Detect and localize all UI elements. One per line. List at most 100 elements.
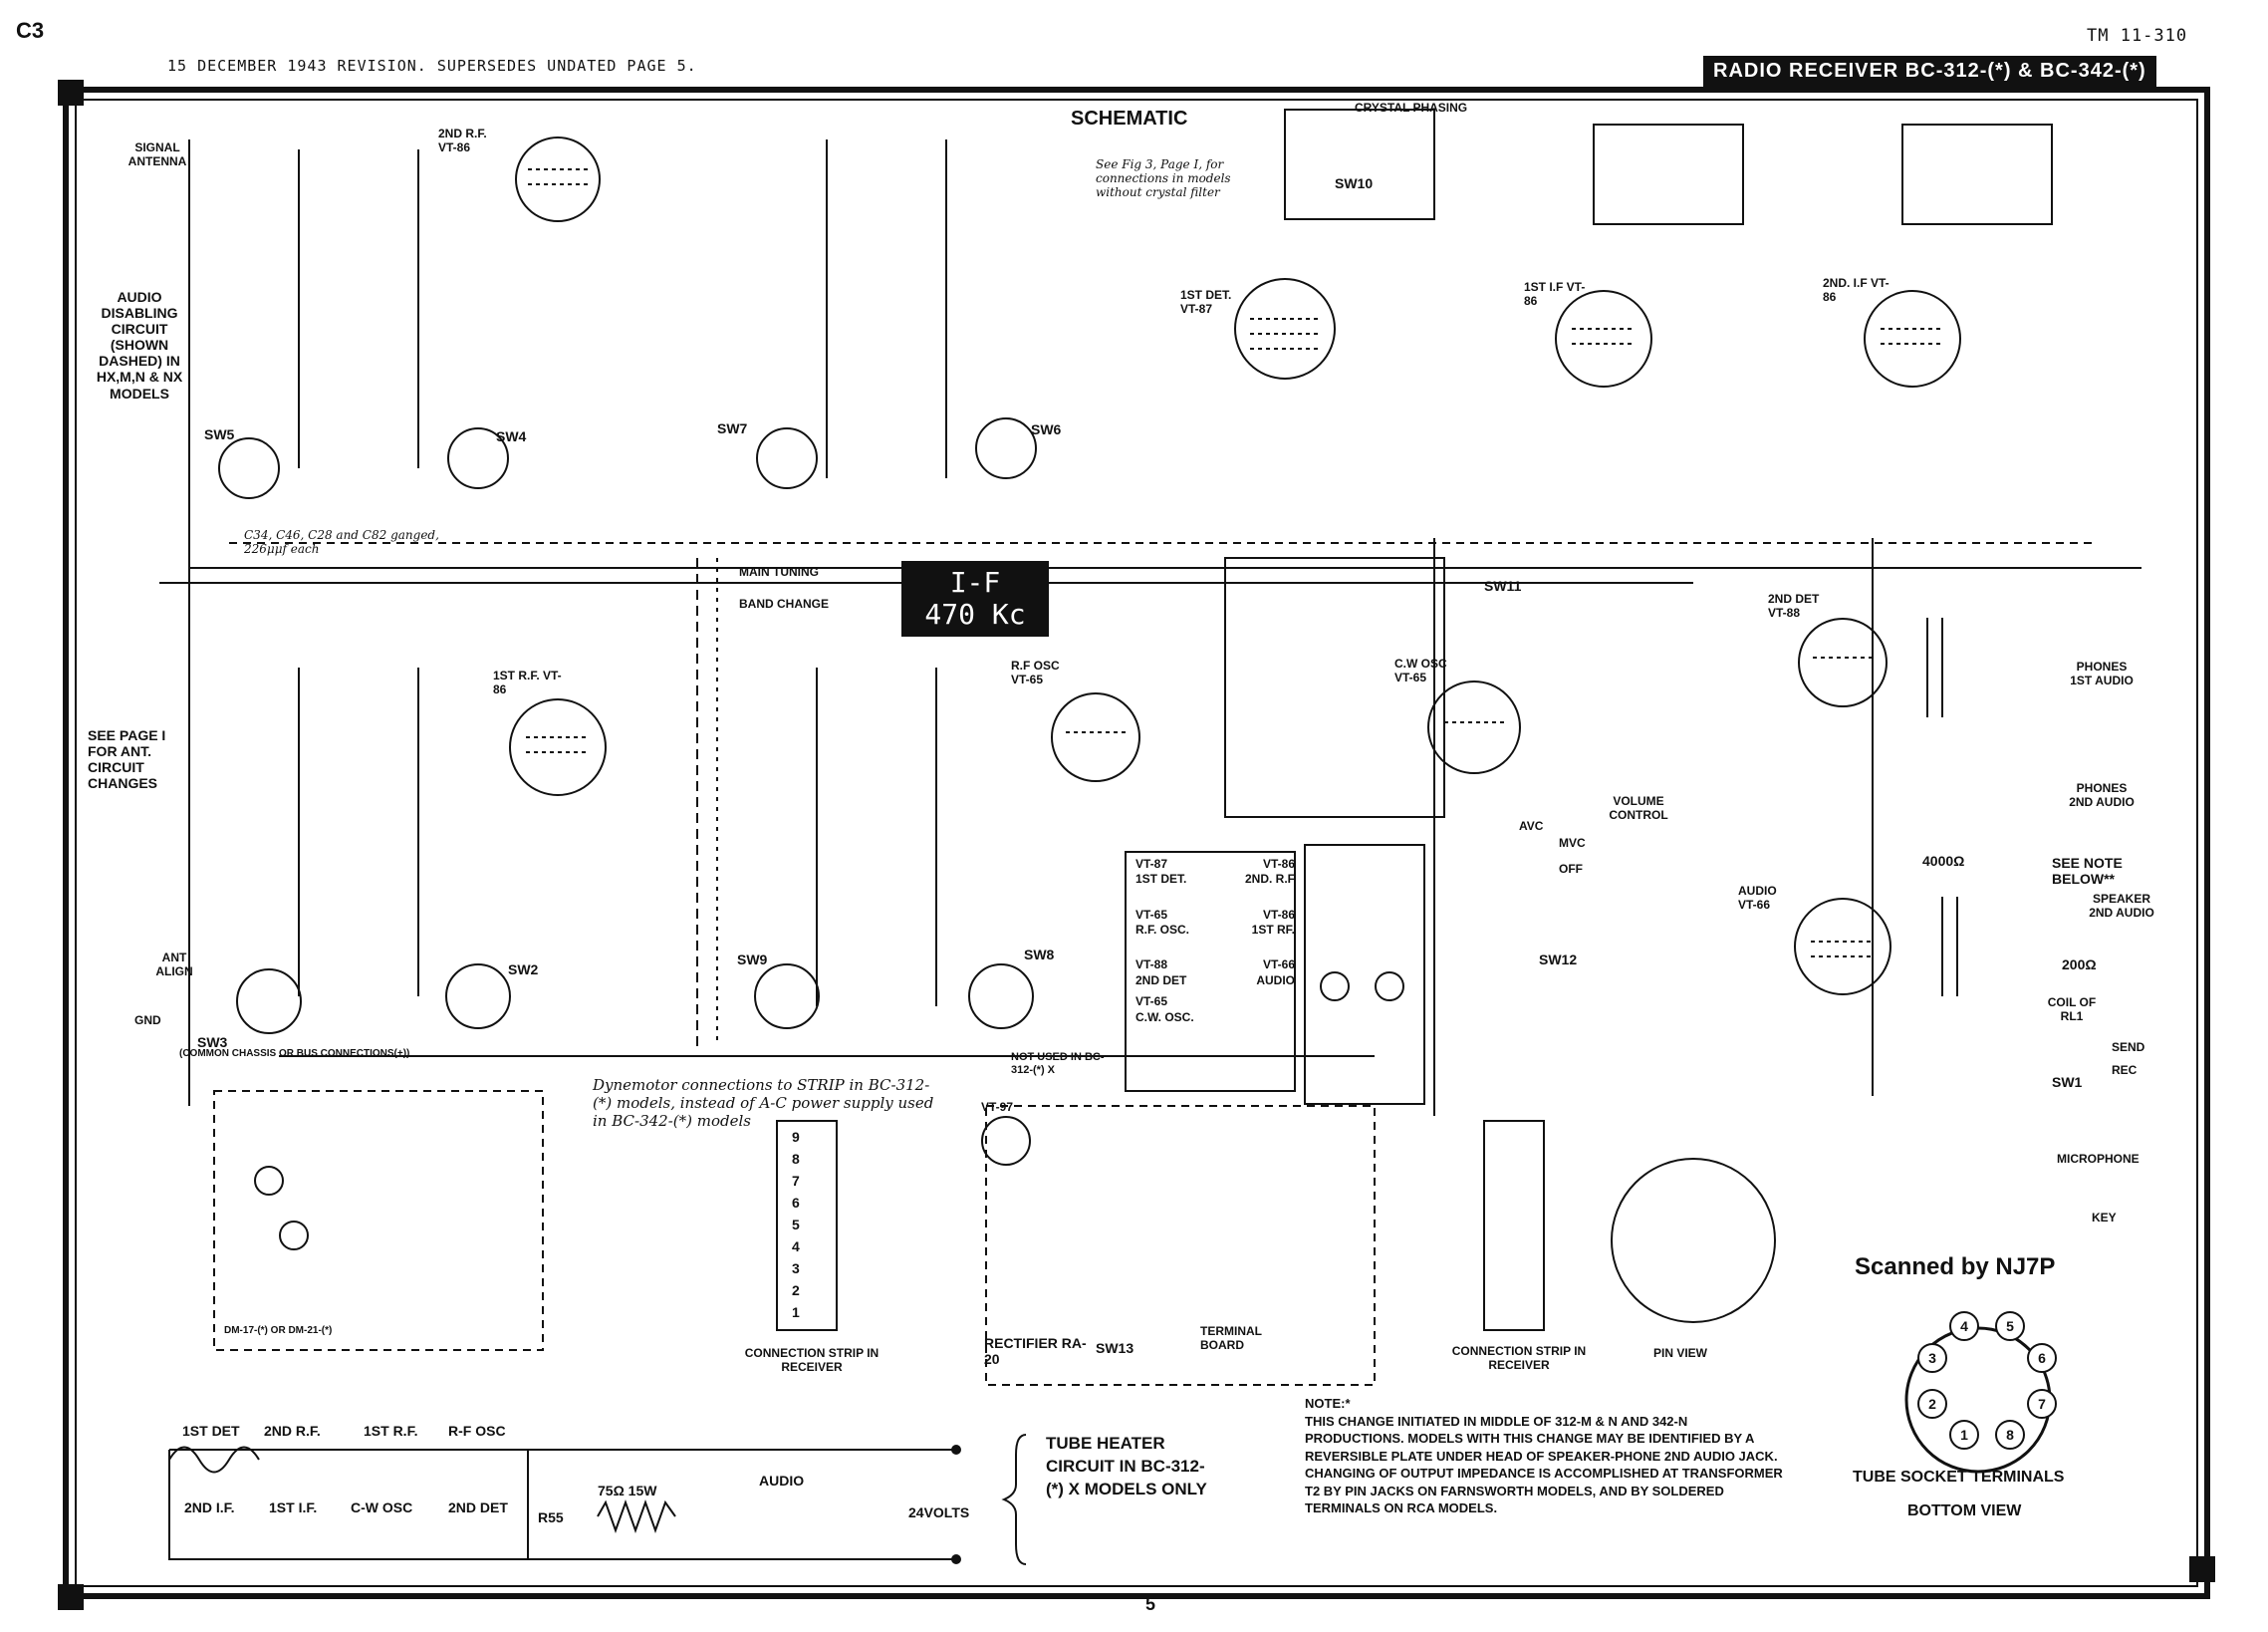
strip-terminal: 4	[792, 1238, 800, 1254]
tube-cw-osc	[1427, 680, 1521, 774]
tube-table-row: C.W. OSC.	[1135, 1010, 1295, 1025]
heater-chain-lines	[168, 1449, 956, 1560]
heater-rf-osc: R-F OSC	[448, 1423, 506, 1439]
tube-table-cell: 1ST RF.	[1251, 923, 1295, 938]
coil-bank-rf1	[298, 668, 419, 996]
mvc-label: MVC	[1559, 836, 1586, 850]
heater-24-volts: 24VOLTS	[908, 1504, 970, 1520]
key-label: KEY	[2092, 1211, 2117, 1224]
tube-label-1st-det: 1ST DET. VT-87	[1180, 288, 1232, 316]
page-number: 5	[1145, 1594, 1156, 1614]
rec-label: REC	[2112, 1063, 2138, 1077]
tube-table-cell: C.W. OSC.	[1135, 1009, 1194, 1024]
strip-terminal: 5	[792, 1217, 800, 1232]
coil-bank-det	[826, 139, 947, 478]
tube-label-1st-if: 1ST I.F VT-86	[1524, 280, 1586, 308]
tube-audio	[1794, 898, 1891, 995]
tube-table-cell: 2ND. R.F	[1244, 872, 1295, 887]
heater-1st-det: 1ST DET	[182, 1423, 240, 1439]
switch-sw5	[218, 437, 280, 499]
ohm-200-label: 200Ω	[2062, 956, 2097, 972]
scanned-by: Scanned by NJ7P	[1855, 1253, 2056, 1280]
tube-table-cell: VT-86	[1262, 907, 1295, 922]
tube-2nd-if	[1864, 290, 1961, 388]
heater-circuit-title: TUBE HEATER CIRCUIT IN BC-312-(*) X MODE…	[1046, 1434, 1207, 1498]
tube-table-cell: VT-88	[1135, 957, 1168, 972]
tube-table-row: R.F. OSC.1ST RF.	[1135, 923, 1295, 938]
switch-label-sw9: SW9	[737, 952, 768, 967]
tube-label-vt97: VT-97	[981, 1100, 1014, 1114]
tube-label-2nd-rf: 2ND R.F. VT-86	[438, 127, 487, 154]
ant-circuit-note: SEE PAGE I FOR ANT. CIRCUIT CHANGES	[88, 727, 166, 792]
switch-label-sw5: SW5	[204, 426, 235, 442]
see-note-label: SEE NOTE BELOW**	[2052, 855, 2123, 888]
switch-sw4	[447, 427, 509, 489]
socket-pin-3: 3	[1917, 1343, 1947, 1373]
tube-table-cell: 2ND DET	[1135, 972, 1187, 987]
tube-1st-det	[1234, 278, 1336, 380]
coil-bank-rf2	[298, 149, 419, 468]
crystal-filter-note: See Fig 3, Page I, for connections in mo…	[1096, 157, 1231, 199]
change-note-label: NOTE:*	[1305, 1396, 1351, 1411]
speaker-2nd-label: SPEAKER 2ND AUDIO	[2089, 892, 2154, 920]
switch-label-sw10: SW10	[1335, 175, 1374, 191]
r55-resistor	[597, 1499, 676, 1533]
outer-frame	[63, 87, 2210, 1599]
tube-table-cell: 1ST DET.	[1135, 872, 1187, 887]
switch-label-sw7: SW7	[717, 420, 748, 436]
dynamotor-box	[213, 1090, 544, 1351]
if-transformer-l30	[1901, 124, 2053, 225]
switch-label-sw2: SW2	[508, 961, 539, 977]
connection-strip-left	[776, 1120, 838, 1331]
tube-label-rf-osc: R.F OSC VT-65	[1011, 659, 1060, 686]
tube-label-audio: AUDIO VT-66	[1738, 884, 1777, 912]
socket-pin-8: 8	[1995, 1420, 2025, 1450]
avc-label: AVC	[1519, 819, 1544, 833]
gnd-label: GND	[134, 1013, 161, 1027]
strip-terminal: 7	[792, 1173, 800, 1189]
if-frequency-box: I-F 470 Kc	[901, 561, 1049, 638]
tube-label-1st-rf: 1ST R.F. VT-86	[493, 669, 562, 696]
socket-pin-6: 6	[2027, 1343, 2057, 1373]
heater-2nd-det: 2ND DET	[448, 1499, 508, 1515]
heater-r55-value: 75Ω 15W	[598, 1483, 657, 1498]
revision-note: 15 DECEMBER 1943 REVISION. SUPERSEDES UN…	[167, 57, 697, 75]
tube-table-frame	[1125, 851, 1296, 1092]
manual-number: TM 11-310	[2087, 26, 2188, 46]
tube-table-cell: VT-65	[1135, 907, 1168, 922]
band-change-label: BAND CHANGE	[739, 597, 829, 611]
heater-brace	[1001, 1434, 1027, 1565]
socket-caption-2: BOTTOM VIEW	[1907, 1502, 2022, 1519]
crystal-phasing-label: CRYSTAL PHASING	[1355, 101, 1468, 115]
heater-r55: R55	[538, 1509, 564, 1525]
switch-label-sw3: SW3	[197, 1034, 228, 1050]
corner-mark-br	[2189, 1556, 2215, 1582]
pin-view-plug	[1611, 1158, 1776, 1323]
tube-label-2nd-det: 2ND DET VT-88	[1768, 592, 1820, 620]
ohm-4000-label: 4000Ω	[1922, 853, 1965, 869]
socket-pin-5: 5	[1995, 1311, 2025, 1341]
audio-disabling-label: AUDIO DISABLING CIRCUIT (SHOWN DASHED) I…	[96, 289, 183, 402]
cw-osc-section	[1224, 557, 1445, 818]
crystal-phasing-box	[1284, 109, 1435, 220]
main-tuning-label: MAIN TUNING	[739, 565, 819, 579]
strip-terminal: 9	[792, 1129, 800, 1145]
corner-mark-tl	[58, 80, 84, 106]
switch-sw3	[236, 968, 302, 1034]
tube-table-row: 1ST DET. 2ND. R.F	[1135, 872, 1295, 887]
off-label: OFF	[1559, 862, 1583, 876]
coil-rl1-label: COIL OF RL1	[2047, 995, 2097, 1023]
socket-caption-1: TUBE SOCKET TERMINALS	[1853, 1469, 2065, 1486]
socket-pin-1: 1	[1949, 1420, 1979, 1450]
switch-sw9	[754, 963, 820, 1029]
inner-frame	[75, 99, 2198, 1587]
tube-label-cw-osc: C.W OSC VT-65	[1394, 657, 1447, 684]
volume-control-label: VOLUME CONTROL	[1609, 794, 1668, 822]
change-note-text: THIS CHANGE INITIATED IN MIDDLE OF 312-M…	[1305, 1413, 1783, 1516]
microphone-label: MICROPHONE	[2057, 1152, 2140, 1166]
strip-terminal: 6	[792, 1195, 800, 1211]
switch-label-sw1: SW1	[2052, 1074, 2083, 1090]
connection-strip-right-label: CONNECTION STRIP IN RECEIVER	[1451, 1344, 1587, 1372]
